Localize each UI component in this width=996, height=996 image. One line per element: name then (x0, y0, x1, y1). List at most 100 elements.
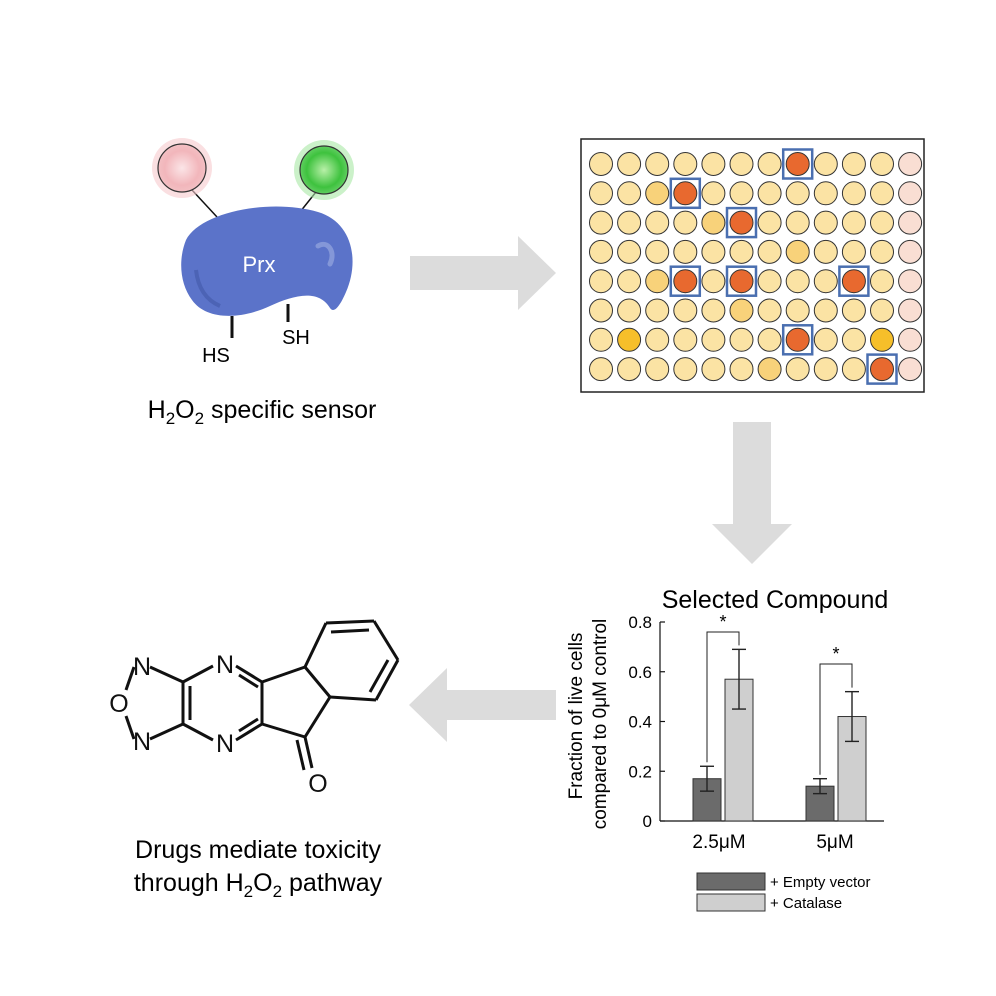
bond (261, 722, 306, 739)
well (617, 210, 642, 235)
well (729, 181, 754, 206)
bond (124, 715, 136, 740)
hit-well (729, 210, 754, 235)
bond (235, 722, 263, 742)
down-arrow-icon (712, 422, 792, 564)
well (729, 152, 754, 176)
well (673, 210, 698, 235)
well (673, 239, 698, 264)
well (785, 239, 810, 264)
conclusion-line2: through H2O2 pathway (134, 869, 383, 901)
well (645, 210, 670, 235)
atom-o-carbonyl: O (308, 770, 327, 798)
well (898, 152, 923, 176)
well (617, 181, 642, 206)
protein-shade (194, 269, 221, 308)
well (701, 357, 726, 382)
y-axis-label-line1: Fraction of live cells (566, 633, 587, 800)
thiol-right-label: SH (282, 327, 310, 349)
well (813, 269, 838, 294)
well (898, 298, 923, 323)
well (701, 152, 726, 176)
atom-n-furazan-top: N (133, 653, 151, 681)
well (898, 327, 923, 352)
well (701, 181, 726, 206)
bond (368, 659, 390, 693)
well (841, 181, 866, 206)
protein-label: Prx (243, 252, 276, 277)
hit-well (785, 327, 810, 352)
well (898, 269, 923, 294)
bond (303, 666, 332, 698)
well (898, 357, 923, 382)
bond (235, 664, 263, 684)
well (757, 152, 782, 176)
bond (238, 717, 259, 733)
well (617, 239, 642, 264)
well (757, 239, 782, 264)
plate-wells (589, 148, 923, 385)
highlighted-well-box (725, 206, 758, 239)
sensor-illustration: Prx HS SH (152, 138, 354, 367)
well (813, 210, 838, 235)
well (729, 357, 754, 382)
y-tick-label: 0.8 (628, 613, 652, 632)
well (841, 327, 866, 352)
well (645, 269, 670, 294)
well (673, 327, 698, 352)
significance-bracket (819, 663, 853, 775)
y-tick-label: 0.4 (628, 713, 652, 732)
bond (124, 666, 136, 691)
well (589, 152, 613, 176)
y-tick-label: 0 (643, 812, 652, 831)
bar-chart: Selected Compound Fraction of live cells… (566, 586, 888, 912)
significance-star: * (832, 644, 839, 664)
y-tick-label: 0.2 (628, 762, 652, 781)
well (589, 298, 613, 323)
well (870, 269, 894, 294)
well (841, 357, 866, 382)
significance-star: * (719, 612, 726, 632)
bond (238, 673, 259, 689)
highlighted-well-box (781, 148, 814, 180)
highlighted-well-box (669, 177, 702, 210)
well (589, 327, 613, 352)
hit-well (673, 269, 698, 294)
well (870, 152, 894, 176)
hit-well (870, 357, 894, 382)
x-tick-label: 5μM (816, 832, 853, 853)
well (589, 357, 613, 382)
well (757, 269, 782, 294)
well (898, 239, 923, 264)
well (701, 239, 726, 264)
bond (303, 736, 314, 769)
highlighted-well-box (866, 353, 898, 385)
bond (372, 620, 400, 661)
hit-well (729, 269, 754, 294)
well (841, 210, 866, 235)
chart-marks: 00.20.40.60.82.5μM*5μM* (628, 612, 884, 853)
well (870, 210, 894, 235)
well (785, 181, 810, 206)
well (701, 269, 726, 294)
well (589, 269, 613, 294)
bond (325, 619, 375, 625)
bond (182, 722, 214, 742)
well (645, 239, 670, 264)
well (757, 357, 782, 382)
well (785, 357, 810, 382)
well (729, 239, 754, 264)
x-tick-label: 2.5μM (692, 832, 745, 853)
well (813, 327, 838, 352)
well-plate (580, 138, 925, 393)
well (701, 298, 726, 323)
well (870, 181, 894, 206)
bond (149, 722, 184, 741)
well (813, 357, 838, 382)
y-axis-label-line2: compared to 0μM control (590, 619, 611, 830)
right-arrow-icon (410, 236, 556, 310)
well (617, 298, 642, 323)
well (617, 357, 642, 382)
well (673, 298, 698, 323)
